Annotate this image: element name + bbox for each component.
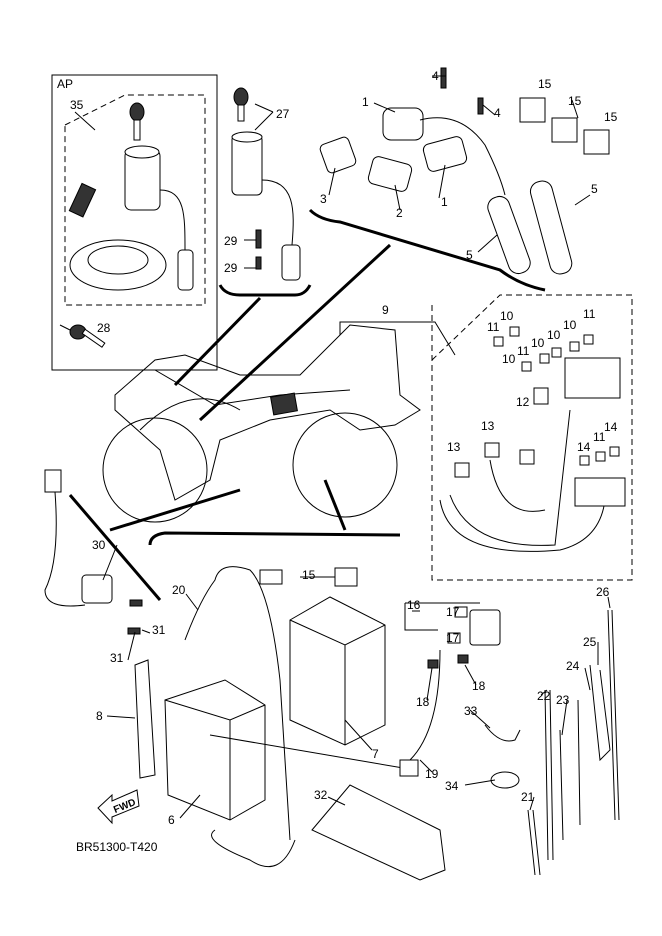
relays-top <box>519 97 610 155</box>
callout-11: 11 <box>593 430 606 444</box>
leader-coils <box>198 243 392 422</box>
callout-24: 24 <box>566 659 580 673</box>
relay-15 <box>334 567 358 587</box>
callout-18: 18 <box>472 679 486 693</box>
callout-20: 20 <box>172 583 186 597</box>
callout-35: 35 <box>70 98 84 112</box>
kit-dashed-outline <box>64 94 206 306</box>
main-switch-assembly <box>231 87 301 281</box>
callout-29: 29 <box>224 234 238 248</box>
motorcycle-silhouette <box>102 324 421 523</box>
callout-14: 14 <box>577 440 591 454</box>
callout-10: 10 <box>547 328 561 342</box>
callout-17: 17 <box>446 605 460 619</box>
battery <box>164 679 266 821</box>
callout-15: 15 <box>568 94 582 108</box>
callout-30: 30 <box>92 538 106 552</box>
callout-22: 22 <box>537 689 551 703</box>
callout-11: 11 <box>517 344 530 358</box>
callout-15: 15 <box>302 568 316 582</box>
fuel-tank-cap <box>69 239 167 291</box>
leader-sidestand <box>68 494 162 601</box>
callout-10: 10 <box>500 309 514 323</box>
ap-label: AP <box>57 77 73 91</box>
spare-key <box>69 324 106 348</box>
battery-box <box>289 596 386 746</box>
sidestand-switch <box>44 469 143 635</box>
callout-28: 28 <box>97 321 111 335</box>
callout-12: 12 <box>516 395 530 409</box>
fwd-arrow: FWD <box>97 789 140 825</box>
callout-4: 4 <box>432 69 439 83</box>
callout-11: 11 <box>583 307 596 321</box>
callout-4: 4 <box>494 106 501 120</box>
bracket-coils <box>308 208 546 292</box>
leader-switch <box>173 296 262 387</box>
callout-1: 1 <box>362 95 369 109</box>
leader-harness <box>339 321 456 356</box>
callout-11: 11 <box>487 320 500 334</box>
callout-15: 15 <box>604 110 618 124</box>
callout-5: 5 <box>591 182 598 196</box>
callout-32: 32 <box>314 788 328 802</box>
ap-set-box <box>51 74 218 371</box>
callout-27: 27 <box>276 107 290 121</box>
callout-7: 7 <box>372 747 379 761</box>
drawing-code: BR51300-T420 <box>76 840 158 854</box>
callout-10: 10 <box>502 352 516 366</box>
leader-lower <box>323 479 347 531</box>
fuses <box>493 326 620 466</box>
callout-18: 18 <box>416 695 430 709</box>
callout-13: 13 <box>447 440 461 454</box>
callout-16: 16 <box>407 598 421 612</box>
callout-10: 10 <box>531 336 545 350</box>
callout-5: 5 <box>466 248 473 262</box>
callout-15: 15 <box>538 77 552 91</box>
wire-harness <box>439 357 626 552</box>
spark-plug-caps <box>487 180 573 275</box>
callout-9: 9 <box>382 303 389 317</box>
ignition-coils <box>319 67 506 196</box>
main-switch-lock <box>124 145 194 291</box>
callout-23: 23 <box>556 693 570 707</box>
callout-6: 6 <box>168 813 175 827</box>
leader-sidestand-2 <box>109 488 241 532</box>
callout-29: 29 <box>224 261 238 275</box>
callout-26: 26 <box>596 585 610 599</box>
bracket-lower <box>148 531 401 546</box>
callout-1: 1 <box>441 195 448 209</box>
callout-25: 25 <box>583 635 597 649</box>
callout-3: 3 <box>320 192 327 206</box>
callout-19: 19 <box>425 767 439 781</box>
callout-21: 21 <box>521 790 535 804</box>
callout-13: 13 <box>481 419 495 433</box>
battery-cover-sheet <box>311 784 446 881</box>
bracket-27 <box>218 284 312 297</box>
callout-10: 10 <box>563 318 577 332</box>
callout-33: 33 <box>464 704 478 718</box>
callout-2: 2 <box>396 206 403 220</box>
battery-cables <box>184 566 441 868</box>
starter-relay <box>404 602 501 669</box>
callout-34: 34 <box>445 779 459 793</box>
seat-lock <box>68 182 97 218</box>
callout-17: 17 <box>446 631 460 645</box>
cable-ties <box>484 609 620 876</box>
callout-31: 31 <box>110 651 124 665</box>
ignition-key <box>129 102 145 141</box>
battery-band <box>134 659 156 779</box>
callout-14: 14 <box>604 420 618 434</box>
callout-8: 8 <box>96 709 103 723</box>
callout-31: 31 <box>152 623 166 637</box>
